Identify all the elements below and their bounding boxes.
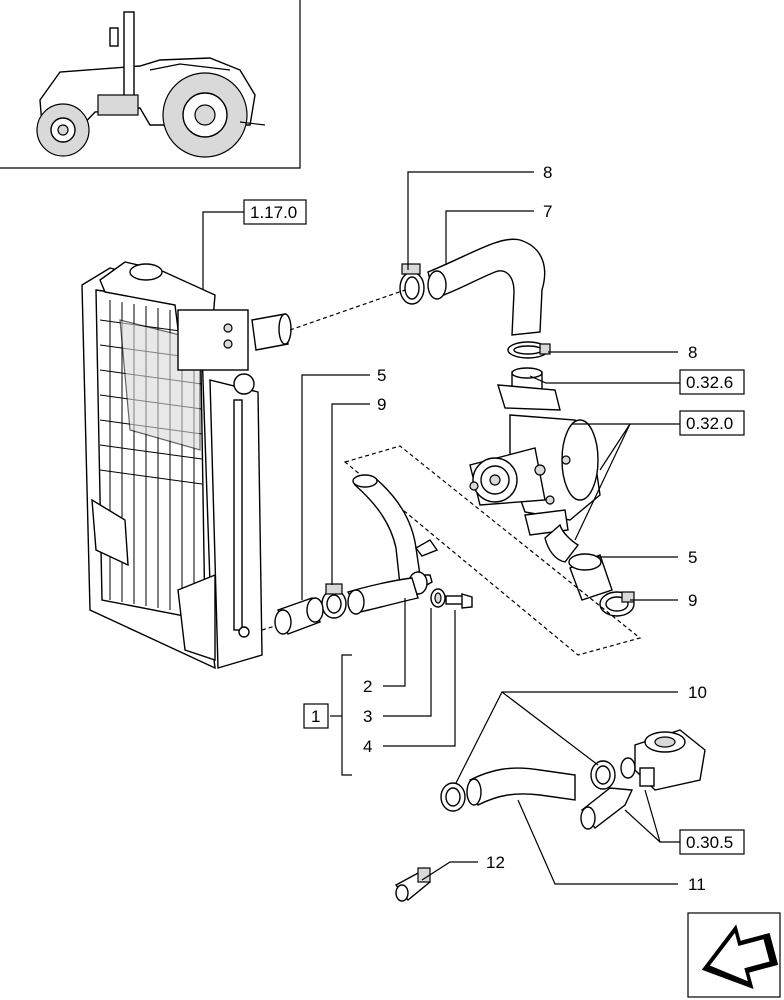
- oil-cooler: [620, 729, 706, 791]
- callout-9-right: 9: [688, 591, 697, 610]
- hose-11: [466, 767, 576, 806]
- reference-label: 1.17.0: [250, 203, 297, 222]
- tractor-thumbnail: [0, 0, 301, 169]
- leader-lines: [202, 171, 680, 885]
- callout-7: 7: [543, 202, 552, 221]
- callout-labels: 8 7 8 5 9 5 9 2 3 4 10 11 12: [363, 163, 707, 894]
- reference-label: 0.30.5: [686, 833, 733, 852]
- callout-9-left: 9: [377, 395, 386, 414]
- callout-5-right: 5: [688, 548, 697, 567]
- water-pump: [469, 367, 601, 563]
- callout-4: 4: [363, 737, 372, 756]
- clamp-9-right: [599, 591, 635, 617]
- callout-2: 2: [363, 677, 372, 696]
- bent-pipe-2: [346, 474, 439, 615]
- reference-kit-1[interactable]: 1: [303, 703, 329, 729]
- reference-0-32-6[interactable]: 0.32.6: [679, 369, 745, 395]
- reference-0-32-0[interactable]: 0.32.0: [679, 410, 745, 436]
- fitting-12: [394, 867, 432, 902]
- bottom-hose-leader: [261, 625, 276, 631]
- next-page-arrow-icon[interactable]: [687, 912, 783, 1000]
- callout-11: 11: [688, 875, 706, 894]
- callout-5-left: 5: [377, 366, 386, 385]
- reference-label: 1: [311, 707, 320, 726]
- upper-hose-7: [427, 238, 546, 336]
- callout-3: 3: [363, 707, 372, 726]
- clamp-10-right: [590, 760, 616, 790]
- clamp-8-upper: [399, 263, 425, 305]
- kit-outline: [343, 445, 642, 656]
- callout-10: 10: [688, 683, 707, 702]
- hose-5-left: [274, 597, 324, 635]
- hose-5-right: [568, 553, 613, 601]
- radiator-hose-leader: [289, 289, 406, 331]
- callout-12: 12: [486, 853, 505, 872]
- callout-8-mid: 8: [688, 343, 697, 362]
- callout-8-top: 8: [543, 163, 552, 182]
- reference-1-17-0[interactable]: 1.17.0: [243, 199, 307, 225]
- elbow-pipe: [580, 787, 634, 830]
- reference-label: 0.32.0: [686, 414, 733, 433]
- reference-0-30-5[interactable]: 0.30.5: [679, 829, 745, 855]
- clamp-10-left: [440, 782, 466, 812]
- clamp-9-left: [321, 583, 347, 619]
- clamp-8-lower: [507, 341, 551, 359]
- reference-label: 0.32.6: [686, 373, 733, 392]
- bolt-4: [445, 593, 473, 609]
- radiator: [81, 261, 292, 670]
- washer-3: [430, 588, 446, 608]
